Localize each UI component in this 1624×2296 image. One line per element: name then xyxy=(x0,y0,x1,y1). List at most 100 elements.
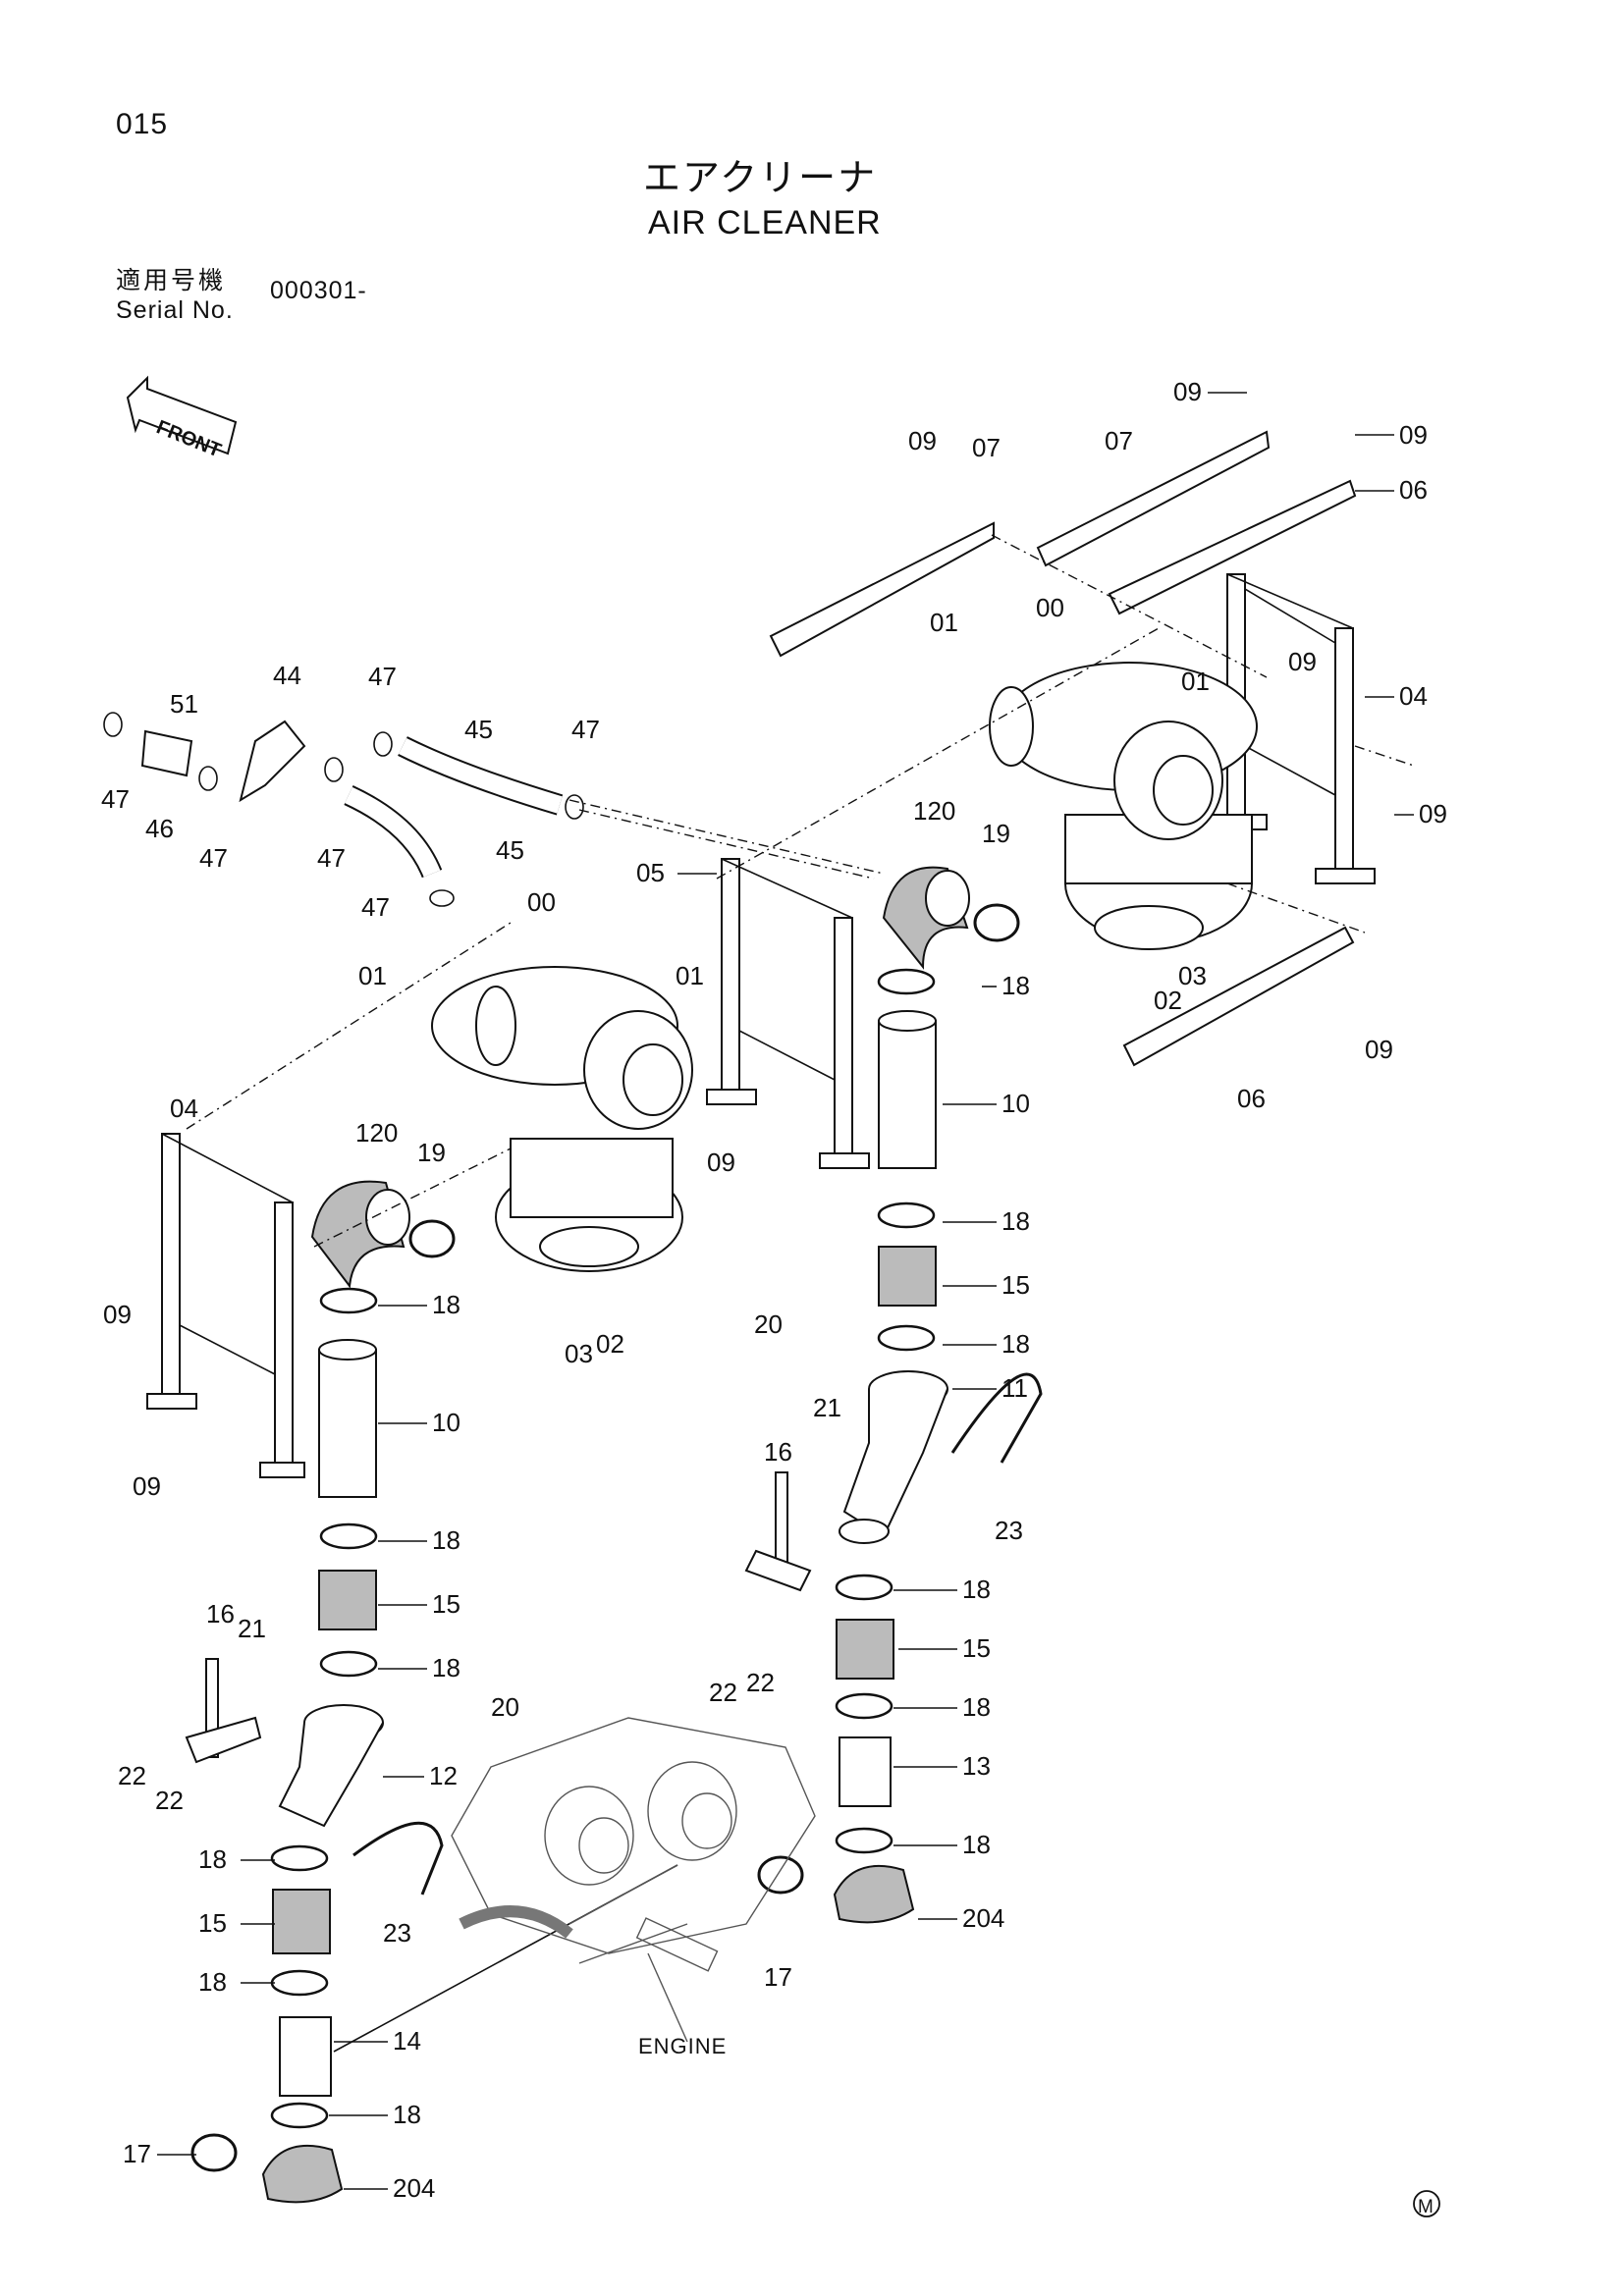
callout-22: 22 xyxy=(155,1786,184,1815)
upper-right-assembly xyxy=(568,430,1415,1169)
pipe-10-right xyxy=(878,1020,937,1169)
callout-17: 17 xyxy=(764,1962,792,1992)
clamp-19-upper xyxy=(973,903,1020,942)
callout-03: 03 xyxy=(1178,961,1207,990)
u-bolt-23-left xyxy=(352,1821,444,1896)
callout-204: 204 xyxy=(393,2173,435,2203)
callout-21: 21 xyxy=(813,1393,841,1422)
callout-45: 45 xyxy=(496,835,524,865)
callout-02: 02 xyxy=(596,1329,624,1359)
callout-18: 18 xyxy=(198,1844,227,1874)
callout-16: 16 xyxy=(206,1599,235,1629)
air-cleaner-00-upper xyxy=(989,662,1258,950)
callout-22: 22 xyxy=(746,1668,775,1697)
hose-15-left-a xyxy=(318,1570,377,1630)
front-arrow: FRONT xyxy=(126,375,238,461)
callout-51: 51 xyxy=(170,689,198,719)
stand-05 xyxy=(706,858,870,1169)
callout-18: 18 xyxy=(962,1575,991,1604)
callout-22: 22 xyxy=(709,1678,737,1707)
callout-01: 01 xyxy=(358,961,387,990)
callout-18: 18 xyxy=(962,1692,991,1722)
hose-120-lower xyxy=(310,1180,410,1289)
callout-47: 47 xyxy=(199,843,228,873)
callout-46: 46 xyxy=(145,814,174,843)
callout-18: 18 xyxy=(393,2100,421,2129)
callout-16: 16 xyxy=(764,1437,792,1467)
callout-47: 47 xyxy=(361,892,390,922)
callout-20: 20 xyxy=(491,1692,519,1722)
callout-06: 06 xyxy=(1237,1084,1266,1113)
clamp-19-lower xyxy=(408,1219,456,1258)
hose-204-right xyxy=(833,1864,915,1924)
lower-left-assembly xyxy=(146,922,693,1478)
callout-10: 10 xyxy=(1001,1089,1030,1118)
callout-09: 09 xyxy=(1419,799,1447,828)
pipe-10-left xyxy=(318,1349,377,1498)
engine-outline xyxy=(451,1717,816,2043)
callout-18: 18 xyxy=(432,1653,460,1682)
callout-01: 01 xyxy=(1181,667,1210,696)
hose-15-left-b xyxy=(272,1889,331,1954)
tee-44 xyxy=(239,720,306,803)
callout-07: 07 xyxy=(972,433,1001,462)
bracket-16-left xyxy=(185,1658,262,1764)
stand-04-lower xyxy=(146,1133,305,1478)
callout-00: 00 xyxy=(1036,593,1064,622)
clamp-17-right xyxy=(757,1855,804,1895)
callout-45: 45 xyxy=(464,715,493,744)
bracket-06-lower xyxy=(1122,926,1355,1067)
u-bolt-23-right xyxy=(950,1372,1043,1464)
callout-47: 47 xyxy=(317,843,346,873)
callout-18: 18 xyxy=(1001,1329,1030,1359)
callout-20: 20 xyxy=(754,1309,783,1339)
bracket-06-top xyxy=(1108,479,1357,615)
callout-00: 00 xyxy=(527,887,556,917)
callout-21: 21 xyxy=(238,1614,266,1643)
callout-23: 23 xyxy=(383,1918,411,1948)
marker-m: M xyxy=(1413,2190,1440,2217)
breather-hoses xyxy=(103,712,875,907)
callout-09: 09 xyxy=(1399,420,1428,450)
callout-06: 06 xyxy=(1399,475,1428,505)
callout-10: 10 xyxy=(432,1408,460,1437)
callout-120: 120 xyxy=(355,1118,398,1148)
right-intake-column xyxy=(744,968,1043,1924)
hose-15-right-b xyxy=(836,1619,894,1680)
callout-15: 15 xyxy=(1001,1270,1030,1300)
callout-03: 03 xyxy=(565,1339,593,1368)
callout-01: 01 xyxy=(676,961,704,990)
air-cleaner-00-lower xyxy=(431,966,693,1272)
hose-204-left xyxy=(261,2144,344,2204)
callout-47: 47 xyxy=(571,715,600,744)
callout-07: 07 xyxy=(1105,426,1133,455)
pipe-14 xyxy=(279,2016,332,2097)
elbow-12 xyxy=(278,1704,384,1828)
callout-09: 09 xyxy=(1173,377,1202,406)
callout-09: 09 xyxy=(1288,647,1317,676)
callout-09: 09 xyxy=(133,1471,161,1501)
callout-15: 15 xyxy=(962,1633,991,1663)
callout-18: 18 xyxy=(432,1290,460,1319)
hose-46 xyxy=(140,729,193,777)
pipe-13 xyxy=(839,1736,892,1807)
clamp-17-left xyxy=(190,2133,238,2172)
callout-18: 18 xyxy=(432,1525,460,1555)
page-number: 015 xyxy=(116,108,169,140)
callout-18: 18 xyxy=(198,1967,227,1997)
callout-09: 09 xyxy=(707,1148,735,1177)
callout-17: 17 xyxy=(123,2139,151,2168)
callout-15: 15 xyxy=(198,1908,227,1938)
callout-labels: 09 09 07 07 09 06 01 00 01 09 04 09 51 4… xyxy=(101,377,1447,2203)
left-intake-column xyxy=(185,1287,678,2204)
callout-13: 13 xyxy=(962,1751,991,1781)
callout-120: 120 xyxy=(913,796,955,826)
callout-01: 01 xyxy=(930,608,958,637)
serial-label-english: Serial No. xyxy=(116,296,234,324)
callout-15: 15 xyxy=(432,1589,460,1619)
serial-number-value: 000301- xyxy=(270,277,367,304)
leader-lines xyxy=(157,392,1414,2190)
callout-47: 47 xyxy=(368,662,397,691)
callout-44: 44 xyxy=(273,661,301,690)
